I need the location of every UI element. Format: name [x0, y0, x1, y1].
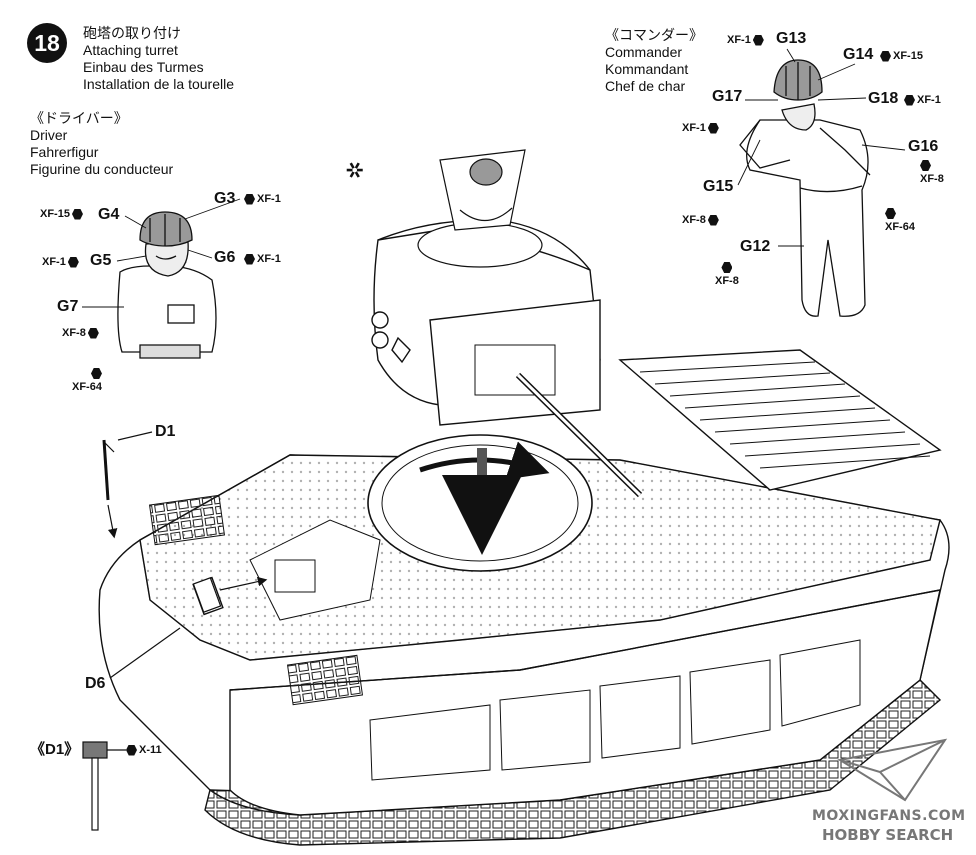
paint-hex-icon	[67, 256, 79, 268]
paint-hex-icon	[880, 50, 891, 62]
paint-hex-icon	[244, 193, 255, 205]
label-g16: G16	[908, 138, 939, 155]
paint-hex-icon	[244, 253, 255, 265]
paint-g12: XF-8	[715, 262, 739, 287]
paint-hex-icon	[885, 208, 896, 219]
paint-g7: XF-8	[62, 327, 99, 339]
paint-g15: XF-8	[682, 214, 719, 226]
driver-title: 《ドライバー》 Driver Fahrerfigur Figurine du c…	[30, 110, 173, 178]
label-g3: G3	[214, 190, 236, 207]
paint-g4: XF-15	[40, 208, 83, 220]
step-title: 砲塔の取り付け Attaching turret Einbau des Turm…	[83, 25, 234, 93]
paint-g5: XF-1	[42, 256, 79, 268]
paint-g14: XF-15	[880, 50, 923, 62]
label-g4: G4	[98, 206, 120, 223]
turret-commander	[417, 149, 543, 268]
label-g6: G6	[214, 249, 236, 266]
paint-g6: XF-1	[244, 253, 281, 265]
driver-leader-lines	[82, 198, 241, 308]
driver-title-de: Fahrerfigur	[30, 144, 99, 160]
label-g14: G14	[843, 46, 874, 63]
part-d1	[102, 431, 153, 539]
d1-detail-title: 《D1》	[30, 741, 80, 758]
paint-hex-icon	[707, 122, 719, 134]
label-g13: G13	[776, 30, 807, 47]
commander-title-ja: 《コマンダー》	[605, 27, 703, 43]
watermark-line1: MOXINGFANS.COM	[812, 808, 966, 824]
paint-g3: XF-1	[244, 193, 281, 205]
label-g15: G15	[703, 178, 734, 195]
paint-hex-icon	[707, 214, 719, 226]
label-g5: G5	[90, 252, 112, 269]
step-title-de: Einbau des Turmes	[83, 59, 204, 75]
part-d6	[109, 576, 268, 679]
tank-hull	[98, 349, 950, 846]
paint-hex-icon	[126, 744, 137, 756]
paint-hex-icon	[71, 208, 83, 220]
paint-hex-icon	[90, 368, 102, 379]
label-d1: D1	[155, 423, 176, 440]
paint-hex-icon	[920, 160, 931, 171]
paint-hex-icon	[721, 262, 733, 273]
d1-detail-illustration	[82, 741, 126, 831]
commander-title-en: Commander	[605, 44, 683, 60]
step-number-badge: 18	[27, 23, 67, 63]
commander-leader-lines	[737, 48, 906, 247]
paint-driver-extra: XF-64	[72, 368, 102, 393]
paint-hex-icon	[752, 34, 764, 46]
commander-title-de: Kommandant	[605, 61, 689, 77]
watermark-line2: HOBBY SEARCH	[822, 826, 954, 844]
commander-title: 《コマンダー》 Commander Kommandant Chef de cha…	[605, 27, 703, 95]
label-d6: D6	[85, 675, 106, 692]
driver-title-ja: 《ドライバー》	[30, 110, 128, 126]
paint-g18: XF-1	[904, 94, 941, 106]
paint-g13: XF-1	[727, 34, 764, 46]
watermark-logo	[837, 738, 948, 802]
paint-hex-icon	[904, 94, 915, 106]
label-g18: G18	[868, 90, 899, 107]
paint-commander-extra: XF-64	[885, 208, 915, 233]
label-g12: G12	[740, 238, 771, 255]
paint-hex-icon	[87, 327, 99, 339]
driver-figure	[117, 211, 217, 359]
paint-g16: XF-8	[920, 160, 944, 185]
commander-figure	[739, 59, 871, 317]
paint-g17: XF-1	[682, 122, 719, 134]
label-g7: G7	[57, 298, 79, 315]
paint-d1: X-11	[126, 744, 162, 756]
driver-title-fr: Figurine du conducteur	[30, 161, 174, 177]
label-g17: G17	[712, 88, 743, 105]
step-title-fr: Installation de la tourelle	[83, 76, 234, 92]
driver-title-en: Driver	[30, 127, 68, 143]
step-title-en: Attaching turret	[83, 42, 178, 58]
step-title-ja: 砲塔の取り付け	[83, 25, 181, 41]
commander-title-fr: Chef de char	[605, 78, 686, 94]
